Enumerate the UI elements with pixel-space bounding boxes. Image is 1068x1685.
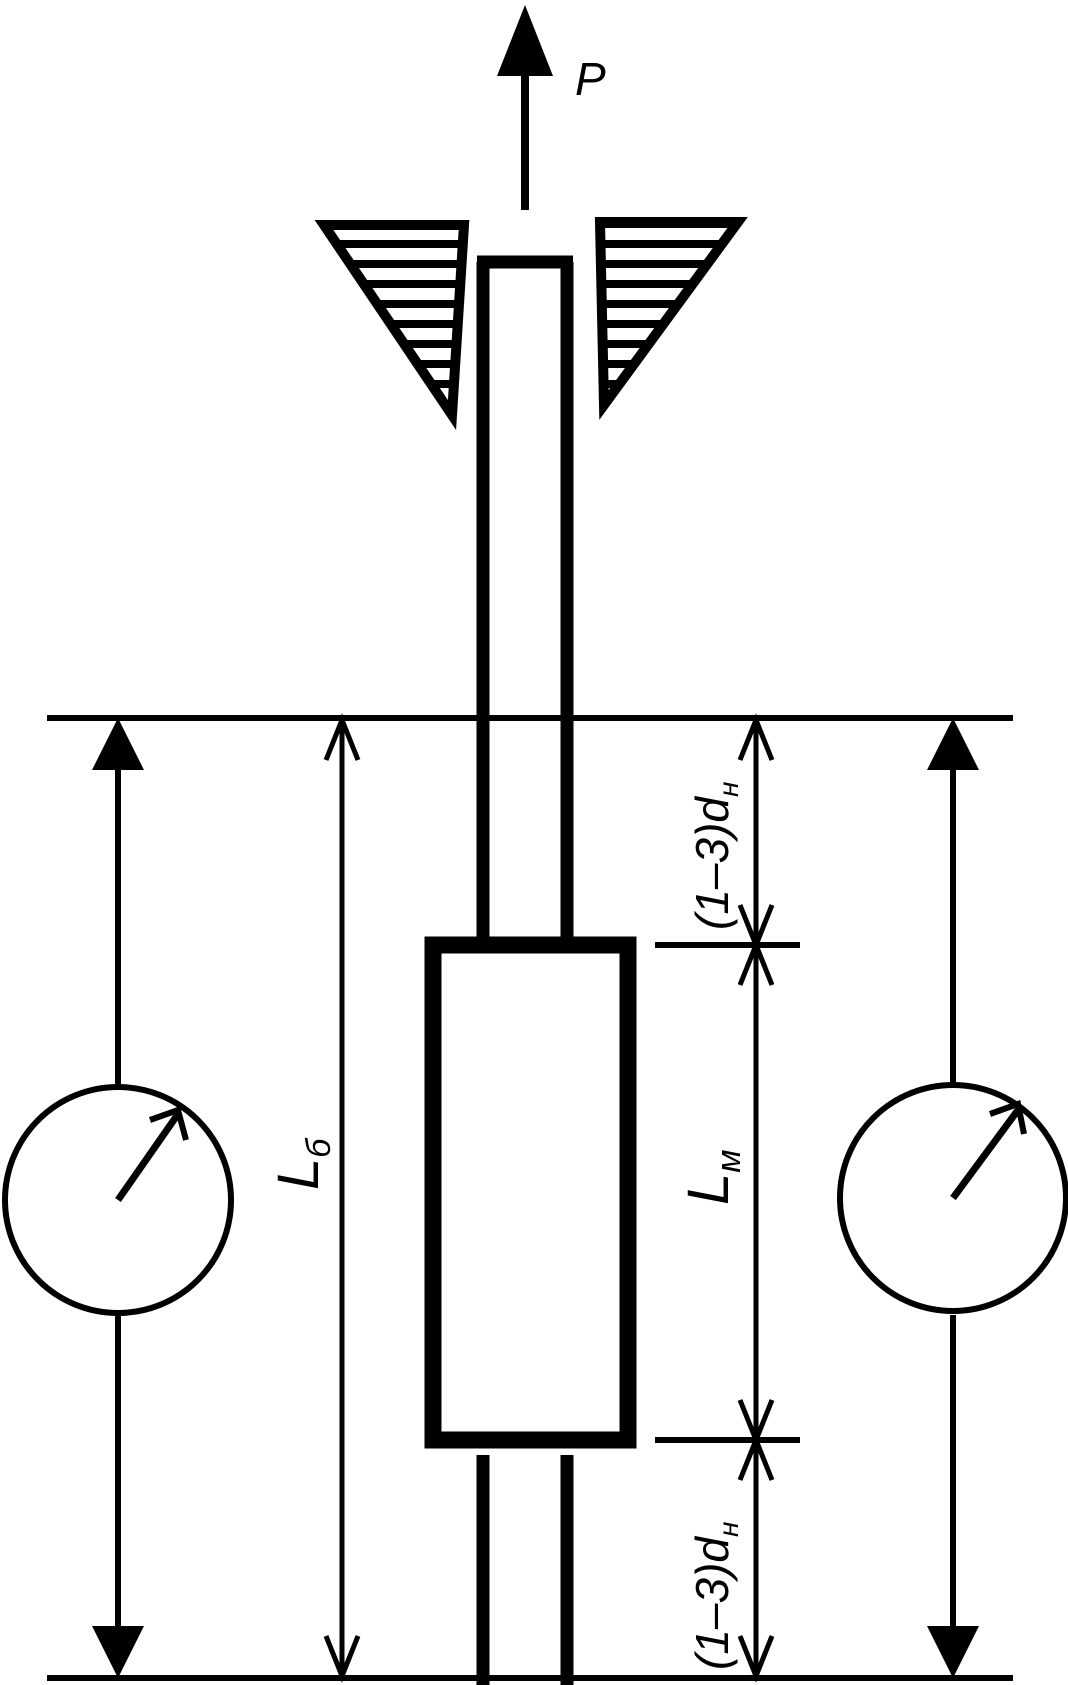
dial-gauge-icon xyxy=(2,1084,234,1316)
dial-gauge-icon xyxy=(837,1082,1068,1314)
force-label: P xyxy=(575,53,606,105)
sleeve-length-letter: L xyxy=(676,1173,741,1205)
sleeve-block xyxy=(424,936,637,1449)
wedge-grip-icon xyxy=(314,217,748,430)
lower-gap-label: (1–3)dн xyxy=(686,1522,744,1670)
sleeve-dimension-chain xyxy=(655,713,800,1683)
right-gauge-column xyxy=(927,718,979,1678)
force-arrow xyxy=(497,5,553,210)
lower-gap-coef: (1–3) xyxy=(686,1563,738,1670)
upper-gap-label: (1–3)dн xyxy=(686,782,744,930)
base-length-sub: б xyxy=(300,1137,338,1158)
base-length-dimension xyxy=(323,713,361,1683)
left-wedge-grip xyxy=(314,220,470,430)
base-length-letter: L xyxy=(266,1158,331,1190)
lower-gap-letter: d xyxy=(686,1536,738,1563)
sleeve-length-sub: м xyxy=(710,1149,748,1172)
sleeve-length-label: Lм xyxy=(676,1149,748,1205)
base-length-label: Lб xyxy=(266,1137,338,1190)
lower-gap-sub: н xyxy=(713,1522,744,1537)
right-wedge-grip xyxy=(594,217,748,420)
left-gauge-column xyxy=(92,718,144,1678)
upper-gap-coef: (1–3) xyxy=(686,823,738,930)
upper-gap-letter: d xyxy=(686,796,738,823)
upper-gap-sub: н xyxy=(713,782,744,797)
rod xyxy=(476,255,574,1685)
